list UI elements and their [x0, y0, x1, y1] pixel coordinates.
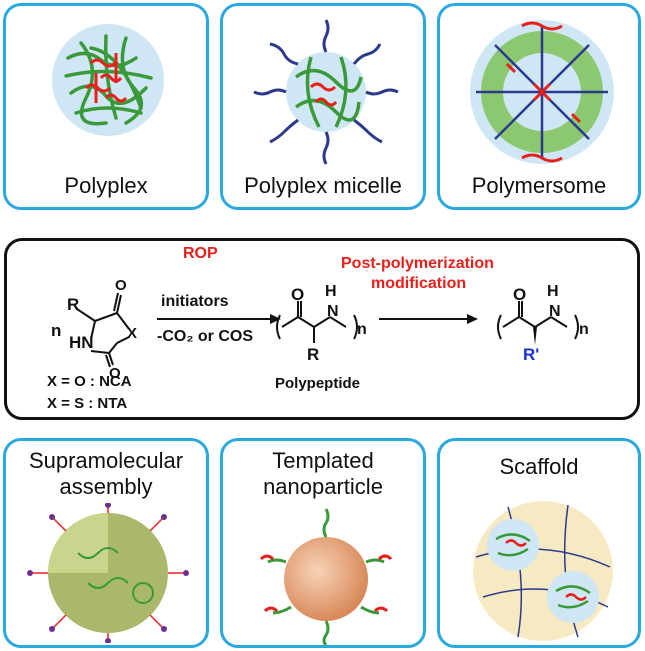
templated-nanoparticle-illustration: [259, 508, 393, 645]
monomer-x: X: [127, 325, 138, 342]
panel-supramolecular-assembly: Supramolecular assembly: [3, 438, 209, 648]
monomer-n: n: [51, 321, 62, 340]
initiators-label: initiators: [161, 293, 229, 310]
monomer-o-top: O: [115, 277, 127, 294]
polyplex-illustration: [52, 24, 164, 136]
polyplex-micelle-label: Polyplex micelle: [244, 173, 402, 198]
nta-definition: X = S : NTA: [47, 395, 128, 412]
polypeptide-r: R: [307, 345, 320, 364]
rop-arrow: [157, 314, 281, 324]
post-modification-label-line2: modification: [371, 275, 467, 292]
monomer-hn: HN: [69, 333, 94, 352]
panel-polyplex: Polyplex: [3, 3, 209, 210]
supramolecular-label-line1: Supramolecular: [28, 448, 184, 473]
scaffold-label: Scaffold: [499, 454, 579, 479]
modified-polypeptide-structure: [497, 301, 579, 345]
polymersome-label: Polymersome: [471, 173, 607, 198]
rop-label: ROP: [183, 245, 218, 262]
polypeptide-subscript: n: [357, 321, 367, 338]
polypeptide-o: O: [291, 285, 305, 304]
panel-scaffold: Scaffold: [437, 438, 641, 648]
modified-n: N: [549, 303, 561, 320]
panel-polymersome: Polymersome: [437, 3, 641, 210]
post-modification-label-line1: Post-polymerization: [341, 255, 494, 272]
supramolecular-label-line2: assembly: [59, 474, 153, 499]
nca-monomer-structure: [76, 292, 130, 368]
polymersome-illustration: [470, 20, 614, 164]
rop-reaction-scheme: ROP Post-polymerization modification R O…: [4, 238, 640, 420]
monomer-r: R: [67, 295, 80, 314]
panel-templated-nanoparticle: Templated nanoparticle: [220, 438, 426, 648]
modified-h: H: [547, 283, 559, 300]
polyplex-micelle-illustration: [253, 19, 399, 165]
polypeptide-n: N: [327, 303, 339, 320]
nca-definition: X = O : NCA: [47, 373, 132, 390]
templated-label-line2: nanoparticle: [263, 474, 383, 499]
supramolecular-assembly-illustration: [27, 503, 189, 643]
panel-polyplex-micelle: Polyplex micelle: [220, 3, 426, 210]
monomer-o-bottom: O: [109, 365, 121, 382]
polypeptide-h: H: [325, 283, 337, 300]
polyplex-label: Polyplex: [64, 173, 148, 198]
scaffold-illustration: [473, 501, 613, 641]
polypeptide-label: Polypeptide: [275, 375, 361, 392]
modified-r-prime: R': [523, 345, 540, 364]
modified-o: O: [513, 285, 527, 304]
modified-subscript: n: [579, 321, 589, 338]
byproducts-label: -CO₂ or COS: [157, 328, 253, 345]
templated-label-line1: Templated: [272, 448, 374, 473]
polypeptide-structure: [276, 301, 358, 343]
modification-arrow: [379, 314, 478, 324]
